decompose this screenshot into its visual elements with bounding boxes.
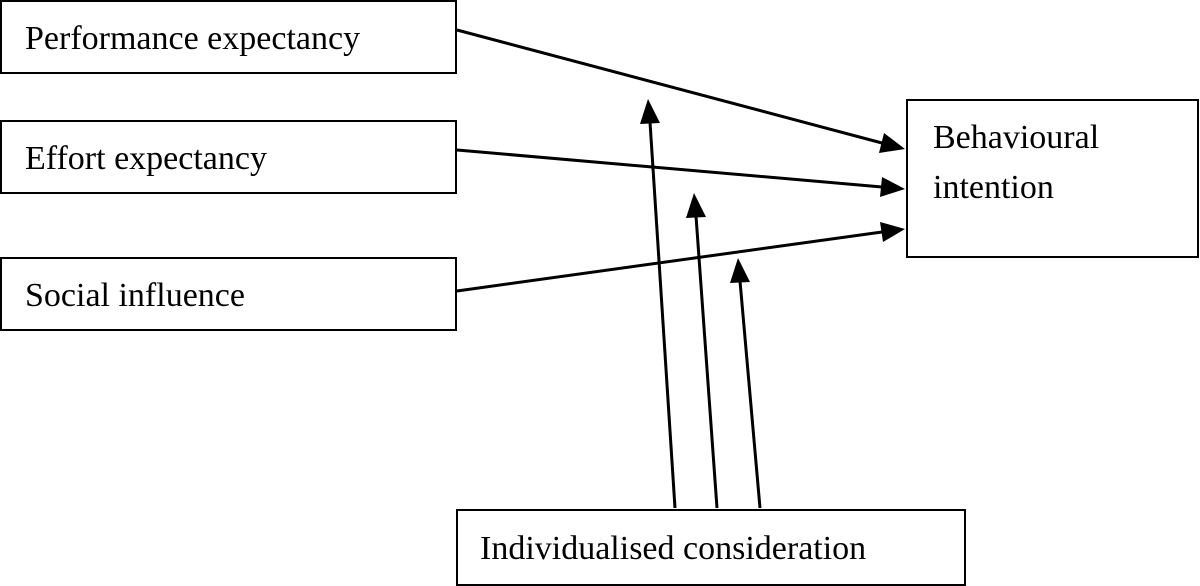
node-label: Performance expectancy [25, 20, 360, 57]
arrowhead-icon [879, 133, 905, 153]
arrow-shaft [738, 280, 762, 509]
edge-performance-to-behavioural [456, 28, 905, 153]
arrow-shaft [648, 121, 677, 509]
node-box [0, 0, 457, 74]
edge-moderation-social-path [730, 258, 762, 509]
edge-effort-to-behavioural [456, 148, 905, 197]
arrow-shaft [694, 215, 719, 509]
node-behavioural-intention: Behavioural intention [906, 99, 1199, 258]
node-box [456, 509, 966, 586]
node-label: Social influence [25, 277, 245, 314]
arrowhead-icon [686, 193, 706, 218]
node-box [906, 99, 1199, 258]
node-label: Individualised consideration [480, 530, 866, 567]
arrow-shaft [456, 230, 883, 293]
edge-moderation-performance-path [640, 99, 677, 509]
node-effort-expectancy: Effort expectancy [0, 120, 457, 194]
node-label-line-1: Behavioural [933, 119, 1099, 156]
node-individualised-consideration: Individualised consideration [456, 509, 966, 586]
arrow-shaft [456, 28, 883, 145]
node-box [0, 120, 457, 194]
arrowhead-icon [730, 258, 750, 283]
arrowhead-icon [880, 177, 905, 197]
node-performance-expectancy: Performance expectancy [0, 0, 457, 74]
edge-moderation-effort-path [686, 193, 719, 509]
edge-social-to-behavioural [456, 222, 905, 293]
node-label: Effort expectancy [25, 140, 267, 177]
arrowhead-icon [640, 99, 660, 124]
node-label-line-2: intention [933, 169, 1054, 206]
node-box [0, 257, 457, 331]
arrowhead-icon [880, 222, 905, 242]
arrow-shaft [456, 148, 883, 189]
node-social-influence: Social influence [0, 257, 457, 331]
